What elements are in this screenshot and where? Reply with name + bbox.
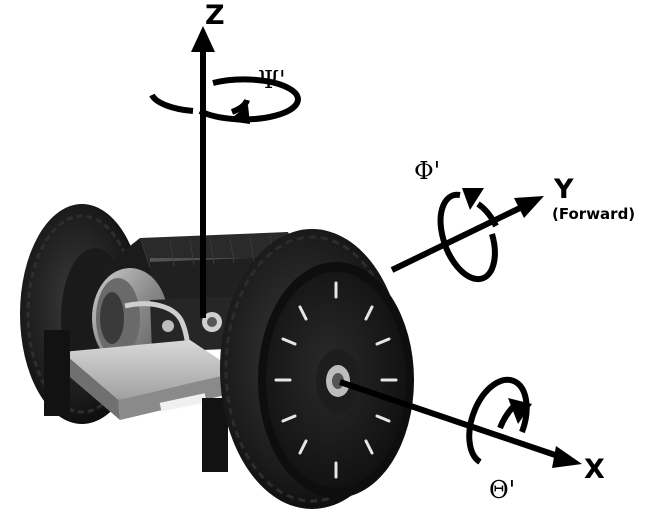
y-axis-label: Y	[554, 174, 574, 205]
robot-icon	[20, 204, 414, 509]
pitch-rotation-arrow-icon	[466, 376, 532, 465]
x-axis-label: X	[584, 454, 605, 485]
z-axis-label: Z	[205, 0, 225, 31]
roll-label: Φ'	[414, 157, 441, 185]
y-axis-forward-note: (Forward)	[552, 205, 636, 223]
axes	[191, 26, 582, 468]
yaw-rotation-arrow-icon	[149, 76, 301, 124]
motor	[92, 268, 168, 368]
x-axis-arrowhead	[552, 446, 582, 468]
y-axis-arrowhead	[514, 196, 544, 218]
wheel-markers	[274, 281, 398, 479]
pitch-label: Θ'	[489, 476, 516, 504]
roll-rotation-arrow-icon	[437, 188, 499, 283]
z-axis-arrowhead	[191, 26, 215, 52]
support-brackets	[44, 330, 228, 472]
yaw-label: Ψ'	[258, 66, 286, 94]
right-wheel	[220, 229, 414, 509]
base-plate	[62, 340, 238, 420]
x-axis-line	[339, 379, 565, 461]
y-axis-line	[390, 205, 522, 273]
